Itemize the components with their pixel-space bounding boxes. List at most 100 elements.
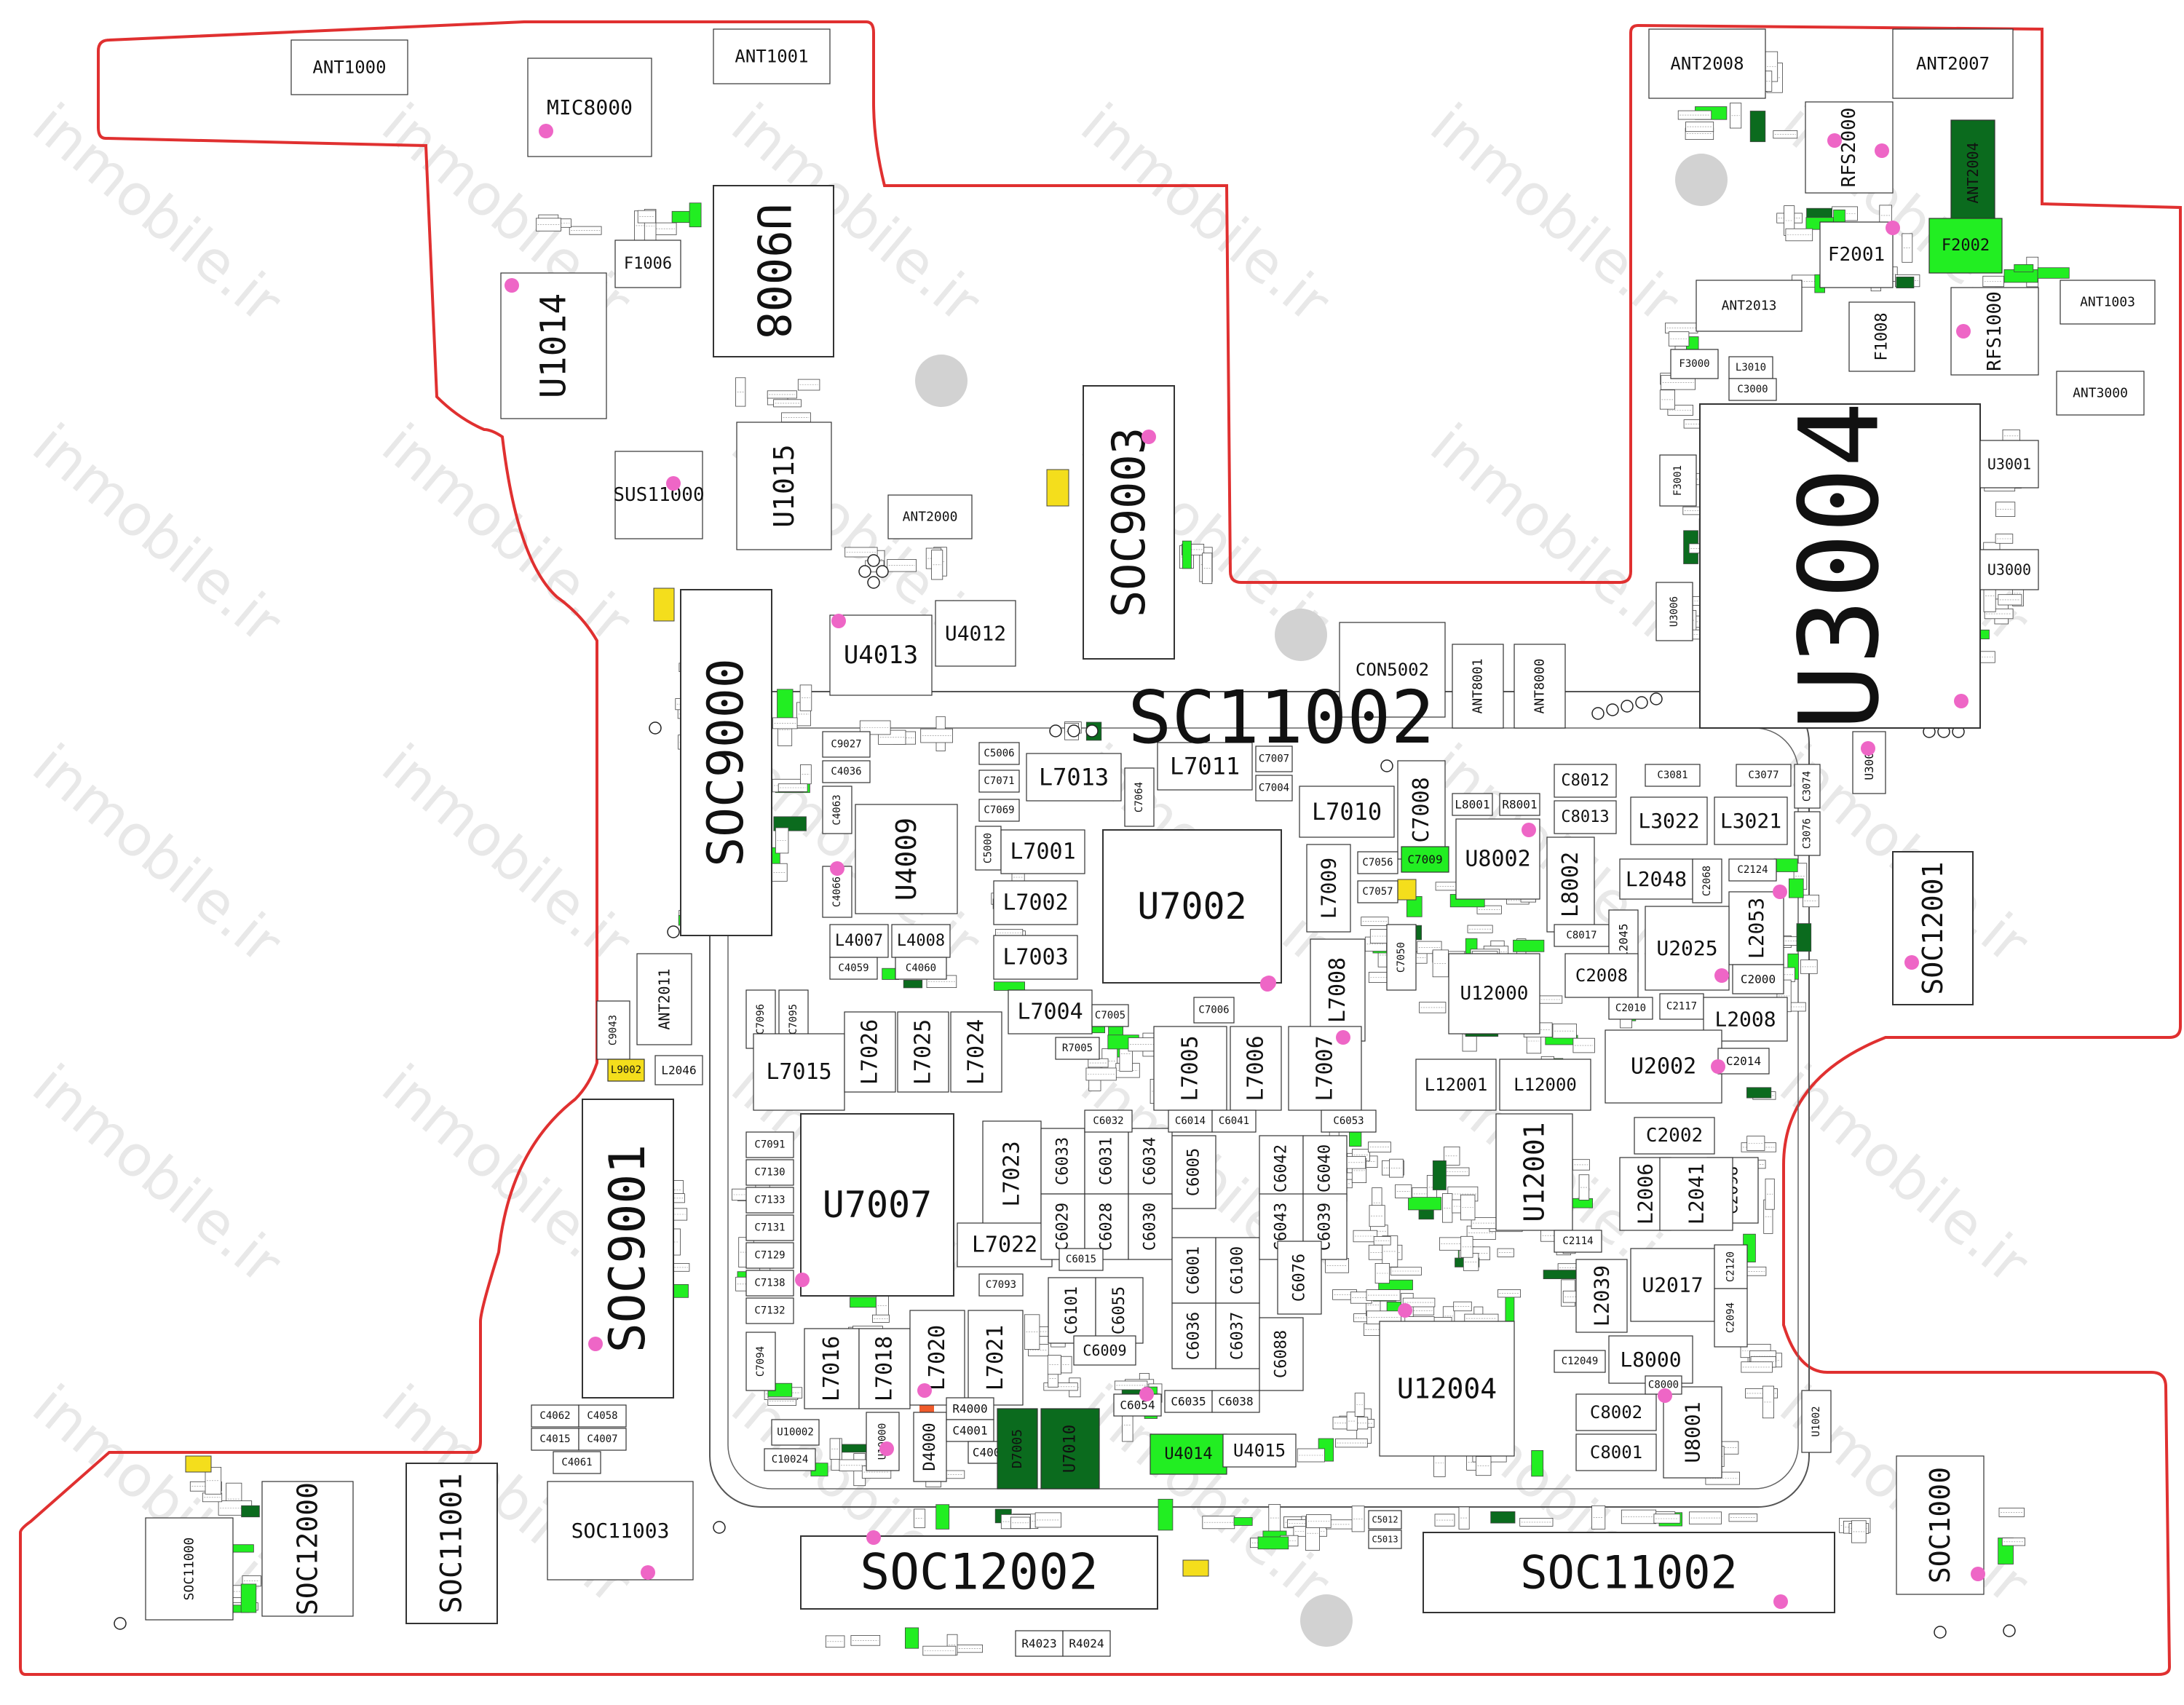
component-u3004: U3004 (1699, 402, 1981, 730)
component-l7011: L7011 (1157, 742, 1253, 791)
component-label: SOC9001 (599, 1144, 657, 1353)
component-label: U1002 (1811, 1406, 1822, 1436)
inner-outline-inner (727, 727, 1799, 1490)
component-label: SOC12001 (1917, 861, 1949, 994)
component-body (1728, 356, 1773, 379)
component-soc12000: SOC12000 (261, 1481, 354, 1617)
component-l7023: L7023 (982, 1120, 1042, 1227)
component-label: C6031 (1098, 1137, 1116, 1185)
component-body (1062, 1630, 1111, 1657)
component-body (500, 272, 607, 419)
component-label: C7071 (984, 775, 1014, 787)
component-r7005: R7005 (1055, 1037, 1100, 1060)
component-ant1001: ANT1001 (713, 28, 831, 84)
component-u7002: U7002 (1102, 829, 1282, 984)
pin-markers-layer (505, 124, 1985, 1609)
component-body (1171, 1302, 1216, 1369)
component-label: L7001 (1010, 839, 1075, 865)
component-label: C7008 (1409, 777, 1434, 842)
component-body (1554, 764, 1617, 798)
component-l12001: L12001 (1415, 1059, 1497, 1111)
component-c6100: C6100 (1215, 1237, 1260, 1304)
component-l2046: L2046 (654, 1055, 703, 1085)
small-part (1497, 1289, 1521, 1298)
component-label: L2053 (1744, 898, 1768, 959)
component-body (1222, 1433, 1297, 1468)
component-label: L2039 (1590, 1265, 1614, 1326)
component-label: F3000 (1679, 358, 1709, 370)
component-body (1892, 851, 1974, 1005)
component-label: C2094 (1725, 1302, 1737, 1333)
component-f2002: F2002 (1928, 218, 2003, 274)
component-body (913, 1412, 947, 1482)
component-u3001: U3001 (1979, 440, 2039, 488)
component-label: L7026 (858, 1019, 883, 1085)
component-body (1819, 221, 1894, 288)
test-point (649, 721, 662, 735)
component-c3076: C3076 (1794, 811, 1821, 856)
component-ant2007: ANT2007 (1892, 28, 2014, 99)
component-f2001: F2001 (1819, 221, 1894, 288)
test-point (1650, 692, 1663, 705)
component-label: C6029 (1054, 1203, 1072, 1251)
component-label: C6035 (1171, 1395, 1206, 1409)
component-l7008: L7008 (1310, 938, 1366, 1042)
component-label: C2124 (1737, 864, 1768, 876)
component-body (1896, 1455, 1985, 1595)
test-point (867, 576, 880, 589)
component-u7010: U7010 (1040, 1408, 1100, 1490)
component-body (800, 1535, 1158, 1610)
component-body (829, 957, 878, 980)
component-body (2056, 371, 2145, 416)
component-label: C6005 (1185, 1148, 1203, 1196)
component-body (1848, 301, 1915, 372)
component-label: L3021 (1720, 809, 1781, 833)
component-label: C7093 (986, 1279, 1016, 1291)
component-c8017: C8017 (1554, 924, 1610, 947)
pin1-marker (1875, 143, 1889, 158)
component-label: F1008 (1873, 312, 1891, 360)
component-c6009: C6009 (1073, 1335, 1136, 1366)
component-body (1554, 924, 1610, 947)
component-body (1040, 1128, 1085, 1195)
component-label: C4061 (561, 1457, 592, 1468)
component-label: C6100 (1229, 1246, 1247, 1294)
component-c7057: C7057 (1357, 880, 1398, 903)
component-body (1008, 989, 1093, 1035)
small-part (850, 1297, 877, 1308)
small-part (1785, 228, 1813, 242)
component-body (1794, 764, 1821, 809)
small-part (914, 1508, 926, 1528)
component-c4036: C4036 (822, 760, 871, 783)
component-body (290, 39, 408, 95)
component-body (607, 1059, 645, 1082)
pin1-marker (1714, 968, 1729, 983)
component-label: C2008 (1575, 965, 1628, 986)
component-label: C4063 (831, 794, 843, 825)
component-label: C4015 (539, 1433, 570, 1445)
component-body (1310, 938, 1366, 1042)
component-body (1546, 836, 1595, 933)
component-u2002: U2002 (1605, 1029, 1722, 1104)
component-body (804, 1328, 860, 1409)
component-l3021: L3021 (1714, 796, 1788, 845)
component-label: U12004 (1397, 1373, 1497, 1405)
component-body (993, 880, 1078, 925)
component-label: C6032 (1093, 1115, 1123, 1127)
component-u8001: U8001 (1663, 1386, 1722, 1479)
component-body (1659, 454, 1697, 507)
component-body (982, 1120, 1042, 1227)
small-part (1685, 122, 1714, 132)
component-label: U7002 (1137, 885, 1247, 927)
component-u1002: U1002 (1801, 1390, 1832, 1453)
component-label: C7133 (754, 1195, 785, 1206)
component-label: U4009 (890, 818, 922, 901)
component-label: SOC1000 (1924, 1467, 1956, 1583)
component-label: L4008 (897, 932, 945, 950)
component-label: C7009 (1407, 852, 1442, 866)
component-label: R7005 (1062, 1043, 1093, 1054)
component-body (1575, 1393, 1657, 1431)
component-label: L2041 (1685, 1163, 1709, 1225)
component-l4007: L4007 (829, 924, 889, 958)
component-body (1575, 1433, 1657, 1471)
